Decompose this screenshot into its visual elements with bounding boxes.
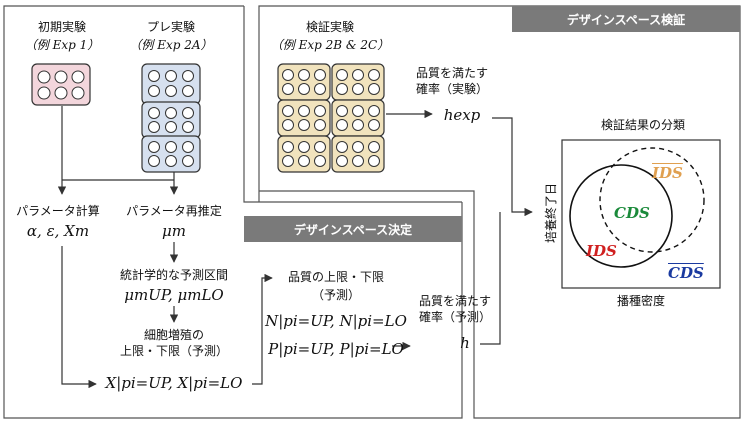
prob-exp-line2: 確率（実験） [415, 82, 488, 96]
prob-pred-line2: 確率（予測） [418, 310, 491, 324]
cell-growth-math: X|pi=UP, X|pi=LO [105, 374, 243, 392]
header-design-space-decision: デザインスペース決定 [244, 216, 462, 242]
classification-xlabel: 播種密度 [616, 294, 665, 308]
design-space-decision-frame [243, 6, 462, 203]
verification-experiment-example: （例 Exp 2B & 2C） [270, 38, 390, 52]
prob-exp-math: hexp [443, 106, 481, 124]
classification-ylabel: 培養終了日 [544, 183, 558, 244]
param-calc-label: パラメータ計算 [16, 204, 100, 218]
prob-pred-math: h [460, 334, 470, 352]
cell-growth-line2: 上限・下限（予測） [119, 344, 228, 358]
initial-experiment-example: （例 Exp 1） [24, 38, 100, 52]
quality-bounds-math2: P|pi=UP, P|pi=LO [268, 340, 404, 358]
arrow-growth-to-quality [252, 273, 273, 385]
param-reest-label: パラメータ再推定 [126, 204, 222, 218]
classification-title: 検証結果の分類 [600, 118, 685, 132]
design-space-verification-frame [258, 5, 741, 419]
initial-experiment-title: 初期実験 [37, 20, 86, 34]
quality-bounds-line1: 品質の上限・下限 [287, 270, 384, 284]
quality-bounds-math1: N|pi=UP, N|pi=LO [265, 312, 407, 330]
left-section-frame [3, 5, 463, 419]
interval-label: 統計学的な予測区間 [119, 268, 228, 282]
interval-math: μmUP, μmLO [124, 286, 224, 304]
pre-experiment-title: プレ実験 [146, 20, 195, 34]
region-cds: CDS [614, 204, 650, 222]
cell-growth-line1: 細胞増殖の [143, 328, 204, 342]
region-ids: IDS [586, 242, 617, 260]
ids-dashed-circle [599, 147, 705, 253]
arrow-param-to-growth [61, 246, 97, 389]
param-calc-math: α, ε, Xm [26, 222, 90, 240]
prob-exp-line1: 品質を満たす [415, 66, 488, 80]
verification-plates-icon [277, 63, 385, 173]
pre-experiment-example: （例 Exp 2A） [129, 38, 213, 52]
region-cds-bar: CDS [668, 264, 704, 282]
arrow-h-to-class [480, 212, 501, 345]
cds-circle [569, 164, 673, 268]
arrow-hexp-to-class [492, 117, 533, 217]
verification-experiment-title: 検証実験 [305, 20, 354, 34]
prob-pred-line1: 品質を満たす [418, 294, 491, 308]
header-design-space-verification: デザインスペース検証 [512, 6, 740, 32]
region-ids-bar: IDS [652, 164, 683, 182]
param-reest-math: μm [162, 222, 186, 240]
quality-bounds-line2: （予測） [311, 288, 360, 302]
initial-plate-icon [31, 63, 91, 106]
